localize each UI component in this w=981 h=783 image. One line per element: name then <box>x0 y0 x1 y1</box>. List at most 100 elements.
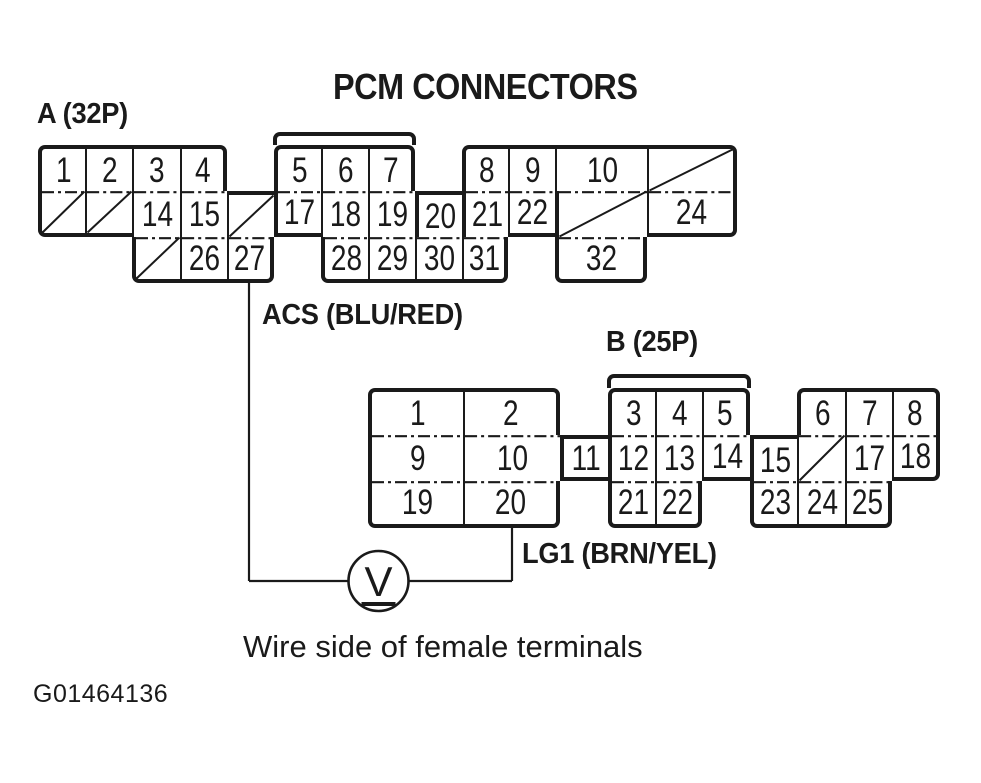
conn-b-pin-19: 19 <box>368 481 463 528</box>
conn-a-pin-14: 14 <box>132 191 180 237</box>
conn-b-pin-7: 7 <box>845 388 892 435</box>
conn-b-pin-17: 17 <box>845 435 892 481</box>
pin-number: 2 <box>502 394 519 433</box>
diagonal-blank-mark <box>135 236 181 280</box>
pin-number: 23 <box>759 483 792 522</box>
pin-number: 15 <box>188 194 221 234</box>
pin-number: 9 <box>524 150 541 190</box>
pin-number: 4 <box>671 394 688 433</box>
conn-b-pin-25: 25 <box>845 481 892 528</box>
pin-number: 10 <box>496 438 529 478</box>
pin-number: 4 <box>194 150 211 190</box>
pin-number: 7 <box>382 150 399 190</box>
conn-a-pin-3: 3 <box>132 145 180 191</box>
acs-wire-label: ACS (BLU/RED) <box>262 299 463 331</box>
pin-number: 24 <box>806 483 838 522</box>
conn-b-pin-20: 20 <box>463 481 560 528</box>
pin-number: 19 <box>376 194 409 234</box>
connector-a-label: A (32P) <box>37 98 128 130</box>
conn-a-pin-30: 30 <box>415 237 462 283</box>
pin-number: 19 <box>401 483 434 522</box>
pin-number: 29 <box>376 238 409 278</box>
conn-a-pin-15: 15 <box>180 191 227 237</box>
conn-b-pin-5: 5 <box>702 388 750 435</box>
conn-a-pin-29: 29 <box>368 237 415 283</box>
conn-a-blank-cell <box>132 236 181 283</box>
conn-a-keying-tab <box>273 132 416 145</box>
conn-b-pin-6: 6 <box>797 388 845 435</box>
pin-number: 14 <box>141 194 173 234</box>
pin-number: 21 <box>617 483 650 522</box>
conn-b-pin-22: 22 <box>655 481 702 528</box>
conn-a-pin-4: 4 <box>180 145 227 191</box>
pin-number: 5 <box>291 150 308 190</box>
pin-number: 18 <box>329 194 362 234</box>
conn-b-blank-cell <box>797 434 846 482</box>
pin-number: 18 <box>899 436 931 476</box>
conn-a-pin-21: 21 <box>462 191 508 237</box>
conn-a-pin-22: 22 <box>508 191 555 237</box>
pin-number: 30 <box>423 238 456 278</box>
pin-number: 1 <box>55 150 72 190</box>
conn-a-pin-17: 17 <box>274 191 321 237</box>
conn-a-pin-32: 32 <box>555 237 647 283</box>
pin-number: 3 <box>149 150 165 190</box>
wire-side-note: Wire side of female terminals <box>243 629 643 664</box>
conn-a-pin-7: 7 <box>368 145 415 191</box>
conn-b-pin-10: 10 <box>463 435 560 481</box>
conn-b-pin-24: 24 <box>797 481 845 528</box>
conn-b-pin-12: 12 <box>608 435 655 481</box>
pin-number: 8 <box>479 150 495 190</box>
voltmeter-icon <box>347 549 410 613</box>
conn-a-blank-cell <box>647 145 737 192</box>
pin-number: 1 <box>409 394 426 433</box>
pin-number: 6 <box>815 394 831 433</box>
conn-b-pin-8: 8 <box>892 388 940 435</box>
conn-b-pin-23: 23 <box>750 481 797 528</box>
conn-b-pin-13: 13 <box>655 435 702 481</box>
pin-number: 20 <box>494 483 527 522</box>
pin-number: 31 <box>468 238 500 278</box>
conn-b-pin-14: 14 <box>702 435 750 481</box>
conn-a-pin-1: 1 <box>38 145 85 191</box>
conn-a-pin-26: 26 <box>180 237 227 283</box>
pin-number: 13 <box>663 438 696 478</box>
pin-number: 25 <box>851 483 884 522</box>
pin-number: 28 <box>330 238 363 278</box>
conn-b-pin-11: 11 <box>560 435 608 481</box>
document-id: G01464136 <box>33 680 169 708</box>
conn-a-pin-9: 9 <box>508 145 555 191</box>
conn-a-pin-18: 18 <box>321 191 368 237</box>
pin-number: 10 <box>586 150 618 190</box>
pin-number: 20 <box>424 196 457 236</box>
conn-b-pin-15: 15 <box>750 435 797 481</box>
diagonal-blank-mark <box>559 190 647 238</box>
diagonal-blank-mark <box>649 148 733 192</box>
conn-a-pin-28: 28 <box>321 237 368 283</box>
conn-a-blank-cell <box>38 190 86 237</box>
pin-number: 21 <box>471 194 503 234</box>
voltmeter-symbol: V <box>364 558 392 605</box>
conn-a-pin-24: 24 <box>647 191 737 237</box>
diagonal-blank-mark <box>86 190 133 234</box>
conn-b-pin-18: 18 <box>892 435 940 481</box>
conn-b-keying-tab <box>607 374 751 388</box>
conn-b-pin-1: 1 <box>368 388 463 435</box>
conn-b-pin-21: 21 <box>608 481 655 528</box>
pin-number: 11 <box>571 438 601 478</box>
pin-number: 9 <box>409 438 426 478</box>
connector-b-label: B (25P) <box>606 326 698 358</box>
conn-a-pin-19: 19 <box>368 191 415 237</box>
pin-number: 2 <box>101 150 118 190</box>
pin-number: 27 <box>233 238 266 278</box>
diagonal-blank-mark <box>228 194 275 238</box>
diagonal-blank-mark <box>41 190 86 234</box>
conn-b-pin-2: 2 <box>463 388 560 435</box>
conn-b-pin-4: 4 <box>655 388 702 435</box>
pin-number: 12 <box>617 438 650 478</box>
pin-number: 32 <box>585 238 617 278</box>
pin-number: 15 <box>759 440 792 480</box>
pin-number: 3 <box>625 394 642 433</box>
conn-a-pin-31: 31 <box>462 237 508 283</box>
